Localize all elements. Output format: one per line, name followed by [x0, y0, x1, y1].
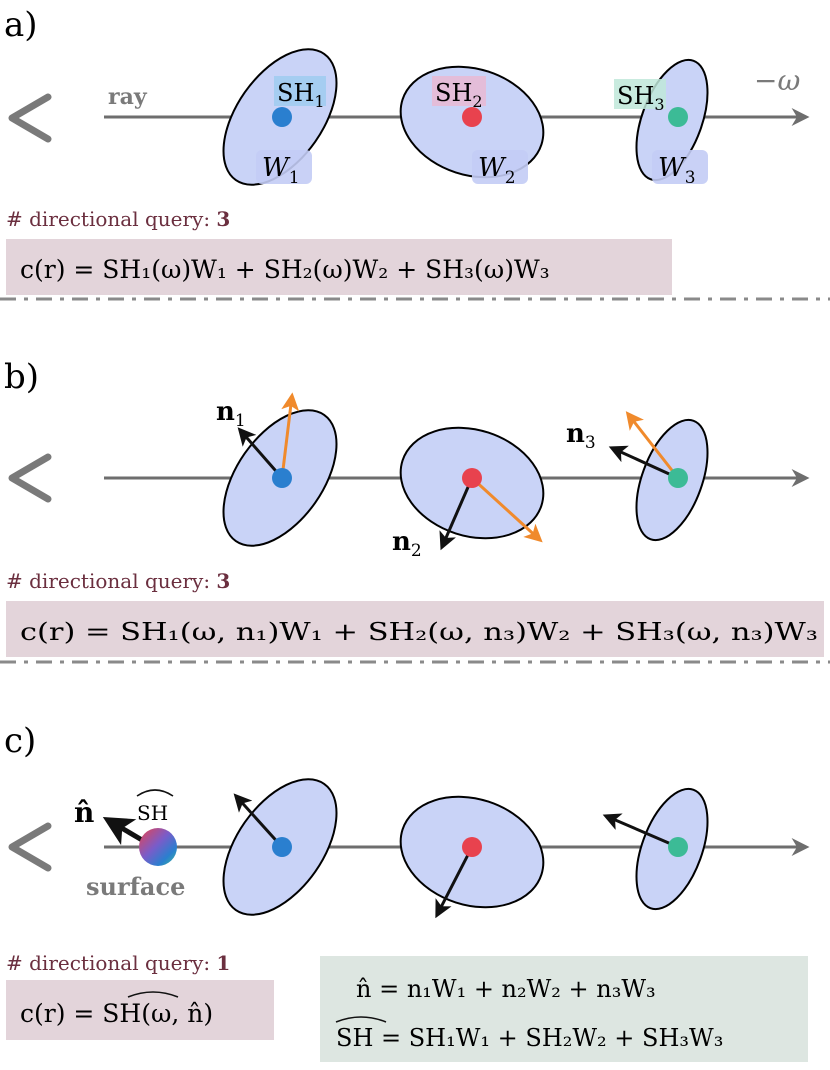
gaussian-1-center	[272, 468, 292, 488]
sh2-label: SH2	[435, 79, 483, 111]
equation-box-c	[6, 980, 274, 1040]
sh1-highlight	[274, 76, 326, 106]
gaussian-3-center	[668, 107, 688, 127]
gaussian-2-center	[462, 837, 482, 857]
normal-arrow-3	[602, 813, 679, 849]
sh3-label: SH3	[617, 82, 665, 114]
normal-arrow-1	[233, 793, 284, 849]
aggregate-sh-hat	[335, 1016, 387, 1023]
query-label-c: # directional query: 1	[6, 951, 230, 975]
gaussian-3-center	[668, 837, 688, 857]
gaussian-1-center	[272, 107, 292, 127]
direction-label: −ω	[754, 64, 800, 97]
eye-icon	[8, 822, 52, 872]
sh3-highlight	[614, 79, 666, 109]
gaussian-3-center	[668, 468, 688, 488]
aggregate-box	[320, 956, 808, 1062]
reflection-arrow-2	[470, 476, 543, 543]
normal-arrow-2	[435, 846, 474, 919]
gaussian-1-center	[272, 837, 292, 857]
sh1-label: SH1	[277, 79, 325, 111]
aggregate-sh-label: SH	[137, 801, 168, 825]
gaussian-2-center	[462, 107, 482, 127]
equation-a: c(r) = SH₁(ω)W₁ + SH₂(ω)W₂ + SH₃(ω)W₃	[20, 255, 550, 284]
aggregate-normal-label: n̂	[74, 796, 94, 829]
w3-label: W3	[658, 153, 696, 188]
ray-label: ray	[108, 84, 148, 110]
normal-arrow-2	[439, 477, 474, 551]
sh-hat-accent	[136, 789, 174, 797]
equation-box-a	[6, 239, 672, 295]
normal-arrow-1	[237, 427, 284, 479]
reflection-arrow-3	[625, 411, 680, 479]
panel-a: a) ray −ω SH1 SH2 SH3 W1 W2 W3 # directi…	[0, 5, 830, 301]
panel-b-label: b)	[4, 357, 39, 397]
equation-c-hat	[127, 991, 179, 998]
normal-label-2: n2	[392, 527, 422, 561]
w2-label: W2	[478, 153, 516, 188]
query-label-a: # directional query: 3	[6, 207, 230, 231]
panel-a-label: a)	[4, 5, 38, 45]
normal-label-3: n3	[566, 419, 596, 453]
w2-highlight	[472, 150, 528, 184]
equation-box-b	[6, 601, 824, 657]
panel-c-label: c)	[4, 721, 36, 761]
w1-highlight	[256, 150, 312, 184]
query-label-b: # directional query: 3	[6, 569, 230, 593]
eye-icon	[8, 453, 52, 503]
aggregate-normal-equation: n̂ = n₁W₁ + n₂W₂ + n₃W₃	[356, 975, 656, 1003]
normal-arrow-3	[608, 445, 679, 480]
panel-c: c) n̂ SH surface # directional query: 1 …	[4, 721, 810, 1062]
equation-b: c(r) = SH₁(ω, n₁)W₁ + SH₂(ω, n₃)W₂ + SH₃…	[20, 618, 818, 646]
panel-b: b) n1 n2 n3 # directional query: 3 c(r) …	[0, 357, 830, 664]
surface-label: surface	[86, 872, 185, 901]
sh2-highlight	[432, 76, 486, 106]
aggregate-normal-arrow	[102, 816, 144, 846]
surface-point	[139, 828, 177, 866]
normal-label-1: n1	[216, 397, 246, 431]
aggregate-sh-equation: SH = SH₁W₁ + SH₂W₂ + SH₃W₃	[336, 1024, 723, 1052]
gaussian-2-center	[462, 468, 482, 488]
equation-c: c(r) = SH(ω, n̂)	[20, 999, 213, 1028]
eye-icon	[8, 93, 52, 143]
w3-highlight	[652, 150, 708, 184]
reflection-arrow-1	[280, 392, 300, 479]
w1-label: W1	[262, 153, 300, 188]
